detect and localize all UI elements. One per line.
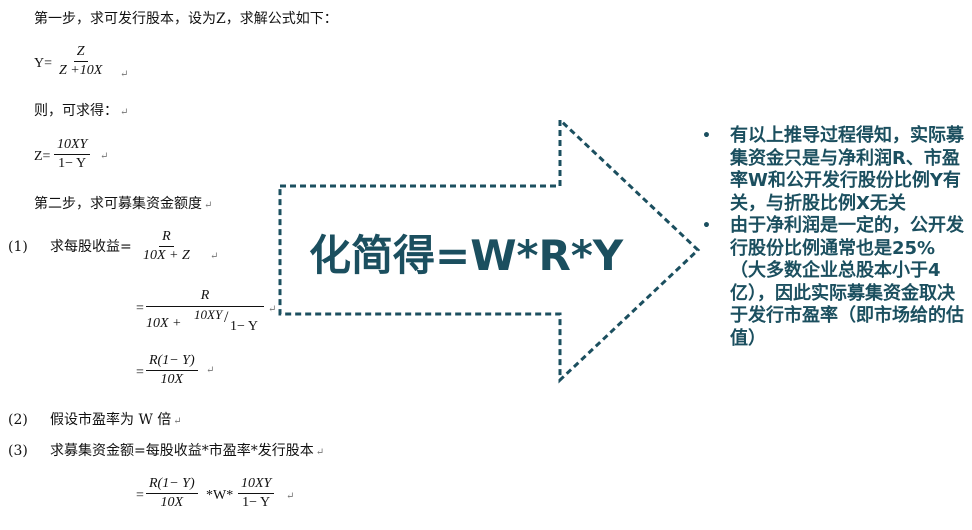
- item1b-numerator: R: [200, 288, 210, 303]
- item1-numerator: R: [162, 229, 171, 244]
- eq2-denominator: 1− Y: [58, 156, 87, 171]
- item1b-equals: =: [136, 301, 144, 316]
- bullet-text: 有以上推导过程得知，实际募集资金只是与净利润R、市盈率W和公开发行股份比例Y有关…: [730, 125, 964, 214]
- return-mark: ↵: [206, 365, 215, 376]
- simplified-result-text: 化简得=W*R*Y: [309, 231, 624, 280]
- item1c-denominator: 10X: [160, 372, 184, 387]
- item1c-equals: =: [136, 365, 144, 380]
- return-mark: ↵: [210, 251, 219, 262]
- item1b-den-b: 10XY: [194, 307, 223, 322]
- bullet-item: • 由于净利润是一定的，公开发行股份比例通常也是25%（大多数企业总股本小于4亿…: [702, 215, 970, 350]
- item3-multiply: *W*: [206, 488, 234, 503]
- item1-number: (1): [8, 239, 28, 255]
- item1-label: 求每股收益=: [50, 239, 132, 255]
- item3-fraction-1: R(1− Y) 10X: [146, 477, 198, 510]
- bullet-item: • 有以上推导过程得知，实际募集资金只是与净利润R、市盈率W和公开发行股份比例Y…: [702, 125, 970, 215]
- eq1-lhs: Y=: [34, 56, 53, 71]
- step1-text: 第一步，求可发行股本，设为Z，求解公式如下：: [34, 11, 338, 27]
- item3-denominator-2: 1− Y: [242, 495, 271, 510]
- eq2-fraction: 10XY 1− Y: [54, 137, 91, 171]
- arrow-outline: [278, 116, 701, 384]
- item3-numerator-2: 10XY: [241, 476, 272, 491]
- eq1-fraction: Z Z +10X: [56, 45, 105, 78]
- item3-numerator-1: R(1− Y): [149, 476, 195, 491]
- item1-denominator: 10X + Z: [143, 248, 190, 263]
- eq1-denominator: Z +10X: [59, 63, 103, 78]
- eq1-numerator: Z: [76, 44, 85, 59]
- item1b-fraction: R 10X + 10XY / 1− Y: [146, 288, 264, 337]
- item1b-den-c: 1− Y: [230, 319, 258, 334]
- item2-label: 假设市盈率为 W 倍↵: [50, 412, 182, 428]
- item3-number: (3): [8, 443, 28, 459]
- item3-equals: =: [136, 488, 144, 503]
- then-text: 则，可求得：↵: [34, 103, 129, 119]
- return-mark: ↵: [100, 151, 109, 162]
- step2-text: 第二步，求可募集资金额度↵: [34, 196, 213, 212]
- item3-fraction-2: 10XY 1− Y: [238, 476, 275, 510]
- return-mark: ↵: [120, 69, 129, 80]
- bullet-icon: •: [702, 128, 711, 144]
- return-mark: ↵: [286, 491, 295, 502]
- conclusion-bullets: • 有以上推导过程得知，实际募集资金只是与净利润R、市盈率W和公开发行股份比例Y…: [702, 125, 970, 350]
- item1-fraction: R 10X + Z: [140, 230, 193, 263]
- slash-divider: /: [224, 309, 229, 326]
- item3-label: 求募集资金额=每股收益*市盈率*发行股本↵: [50, 443, 325, 459]
- item2-number: (2): [8, 412, 28, 428]
- item3-denominator-1: 10X: [160, 495, 184, 510]
- bullet-icon: •: [702, 218, 711, 234]
- eq2-numerator: 10XY: [57, 137, 88, 152]
- bullet-text: 由于净利润是一定的，公开发行股份比例通常也是25%（大多数企业总股本小于4亿），…: [730, 215, 964, 349]
- eq2-lhs: Z=: [34, 149, 51, 164]
- return-mark: ↵: [268, 304, 277, 315]
- item1c-fraction: R(1− Y) 10X: [146, 354, 198, 387]
- item1c-numerator: R(1− Y): [149, 353, 195, 368]
- item1b-den-a: 10X +: [146, 316, 182, 331]
